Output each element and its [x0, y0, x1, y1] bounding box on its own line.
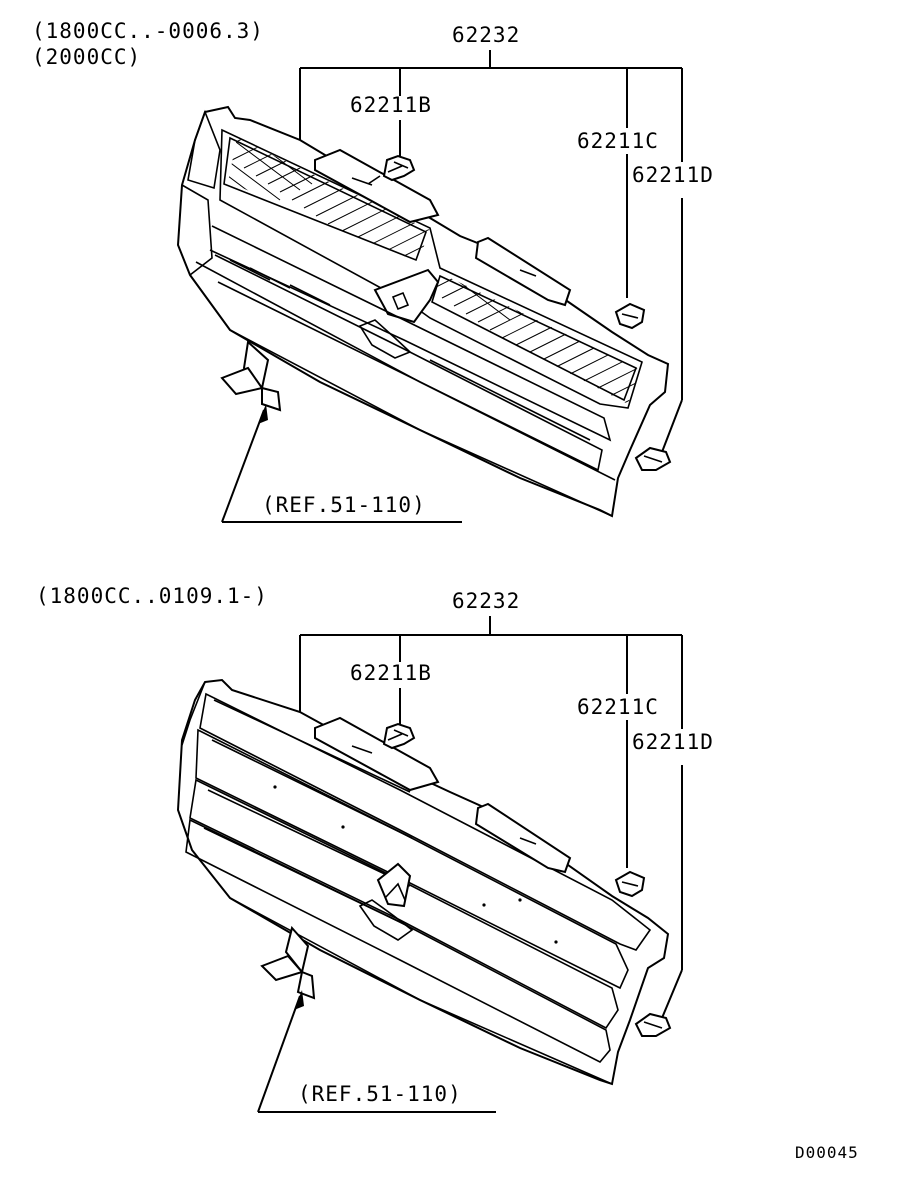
top-grille-assembly[interactable] [176, 52, 690, 518]
top-variant-line-1: (1800CC..-0006.3) [32, 19, 264, 43]
bottom-part-62211c-label[interactable]: 62211C [577, 695, 659, 719]
top-reference-arrow [221, 404, 462, 523]
top-emblem-icon [220, 340, 282, 412]
top-part-62232-label[interactable]: 62232 [452, 23, 520, 47]
top-part-62211c-label[interactable]: 62211C [577, 129, 659, 153]
diagram-code: D00045 [795, 1143, 859, 1162]
bottom-part-62211d-label[interactable]: 62211D [632, 730, 714, 754]
top-leader-lines [299, 50, 683, 453]
bottom-variant-line-1: (1800CC..0109.1-) [36, 584, 268, 608]
bottom-reference-label[interactable]: (REF.51-110) [298, 1082, 462, 1106]
bottom-leader-lines [299, 616, 683, 1019]
bottom-part-62211b-label[interactable]: 62211B [350, 661, 432, 685]
top-variant-line-2: (2000CC) [32, 45, 141, 69]
top-clip-62211d[interactable] [634, 446, 672, 471]
top-part-62211b-label[interactable]: 62211B [350, 93, 432, 117]
bottom-clip-62211c[interactable] [614, 870, 646, 898]
bottom-emblem-icon [260, 925, 316, 1000]
bottom-clip-62211d[interactable] [634, 1012, 672, 1037]
bottom-reference-arrow [257, 990, 496, 1113]
bottom-grille-assembly[interactable] [176, 678, 670, 1086]
bottom-section: (1800CC..0109.1-) 62232 62211B 62211C 62… [36, 584, 714, 1113]
top-section: (1800CC..-0006.3) (2000CC) 62232 62211B … [32, 19, 714, 523]
top-reference-label[interactable]: (REF.51-110) [262, 493, 426, 517]
top-clip-62211c[interactable] [614, 302, 646, 330]
top-part-62211d-label[interactable]: 62211D [632, 163, 714, 187]
bottom-clip-62211b[interactable] [382, 722, 416, 750]
top-clip-62211b[interactable] [382, 154, 416, 182]
bottom-part-62232-label[interactable]: 62232 [452, 589, 520, 613]
